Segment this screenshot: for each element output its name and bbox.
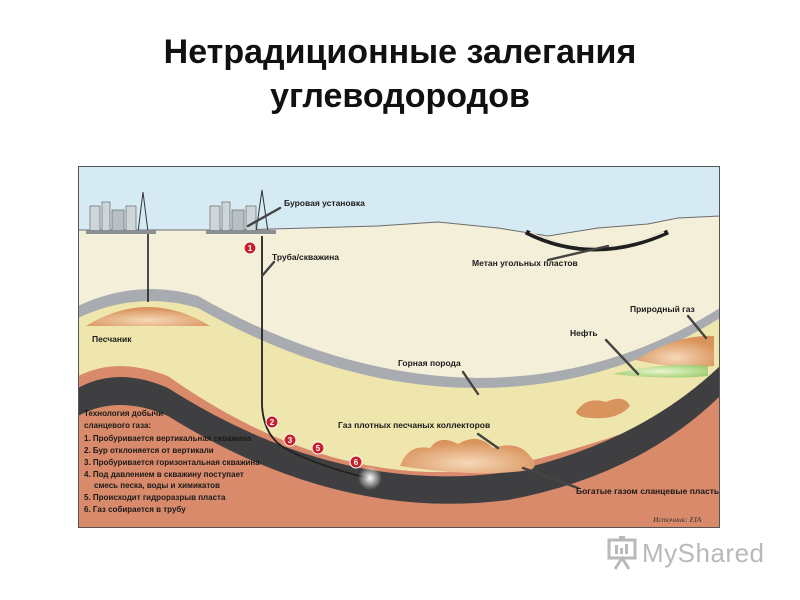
svg-text:5: 5 bbox=[316, 444, 321, 453]
svg-text:1: 1 bbox=[248, 244, 253, 253]
shale-layer bbox=[78, 366, 720, 504]
sandstone-pocket bbox=[86, 307, 210, 326]
geology-diagram: 1 2 3 5 6 Буровая установка Труба/скважи… bbox=[78, 166, 720, 528]
svg-text:6: 6 bbox=[354, 458, 359, 467]
horizontal-well bbox=[261, 236, 369, 479]
tech-step: 2. Бур отклоняется от вертикали bbox=[84, 446, 214, 455]
drilling-rig-left bbox=[86, 191, 156, 234]
step-marker-1: 1 bbox=[243, 241, 257, 255]
tech-heading-1: Технология добычи bbox=[84, 409, 163, 418]
tech-step: 6. Газ собирается в трубу bbox=[84, 505, 186, 514]
label-pipe: Труба/скважина bbox=[272, 252, 339, 262]
svg-text:3: 3 bbox=[288, 436, 293, 445]
watermark: MyShared bbox=[606, 534, 776, 574]
slide-title: Нетрадиционные залегания углеводородов bbox=[0, 30, 800, 118]
cap-rock-layer bbox=[78, 288, 720, 388]
label-rig: Буровая установка bbox=[284, 198, 365, 208]
oil-pocket bbox=[613, 365, 708, 378]
drilling-rig-right bbox=[206, 189, 276, 234]
label-oil: Нефть bbox=[570, 328, 598, 338]
title-line-1: Нетрадиционные залегания bbox=[163, 33, 637, 71]
leader-lines bbox=[246, 206, 708, 490]
tech-step: 3. Пробуривается горизонтальная скважина bbox=[84, 458, 260, 467]
tech-heading-2: сланцевого газа: bbox=[84, 421, 151, 430]
label-sandstone: Песчаник bbox=[92, 334, 132, 344]
step-marker-3: 3 bbox=[283, 433, 297, 447]
label-rock: Горная порода bbox=[398, 358, 461, 368]
sand-layer bbox=[78, 298, 720, 472]
tight-gas-pocket bbox=[400, 438, 535, 474]
watermark-text: MyShared bbox=[642, 538, 765, 568]
step-marker-2: 2 bbox=[265, 415, 279, 429]
diagram-frame bbox=[78, 166, 720, 528]
label-coal-methane: Метан угольных пластов bbox=[472, 258, 578, 268]
title-line-2: углеводородов bbox=[270, 77, 530, 115]
svg-text:2: 2 bbox=[270, 418, 275, 427]
presentation-board-icon bbox=[607, 536, 637, 570]
natural-gas-pocket bbox=[636, 335, 714, 368]
label-shale: Богатые газом сланцевые пласты bbox=[576, 486, 720, 496]
step-marker-5: 5 bbox=[311, 441, 325, 455]
geology-cross-section: 1 2 3 5 6 Буровая установка Труба/скважи… bbox=[78, 166, 720, 528]
step-marker-6: 6 bbox=[349, 455, 363, 469]
tech-step: 4. Под давлением в скважину поступает bbox=[84, 470, 244, 479]
tech-step: 1. Пробуривается вертикальная скважина bbox=[84, 434, 252, 443]
tech-step: 5. Происходит гидроразрыв пласта bbox=[84, 493, 226, 502]
source-note: Источник: EIA bbox=[652, 515, 702, 524]
tech-step: смесь песка, воды и химикатов bbox=[94, 481, 220, 490]
label-natural-gas: Природный газ bbox=[630, 304, 695, 314]
small-gas-pocket bbox=[576, 398, 630, 419]
label-tight-gas: Газ плотных песчаных коллекторов bbox=[338, 420, 490, 430]
coal-seam-highlight bbox=[529, 231, 665, 248]
technology-legend: Технология добычи сланцевого газа: 1. Пр… bbox=[84, 409, 260, 514]
frac-glow bbox=[358, 466, 382, 490]
